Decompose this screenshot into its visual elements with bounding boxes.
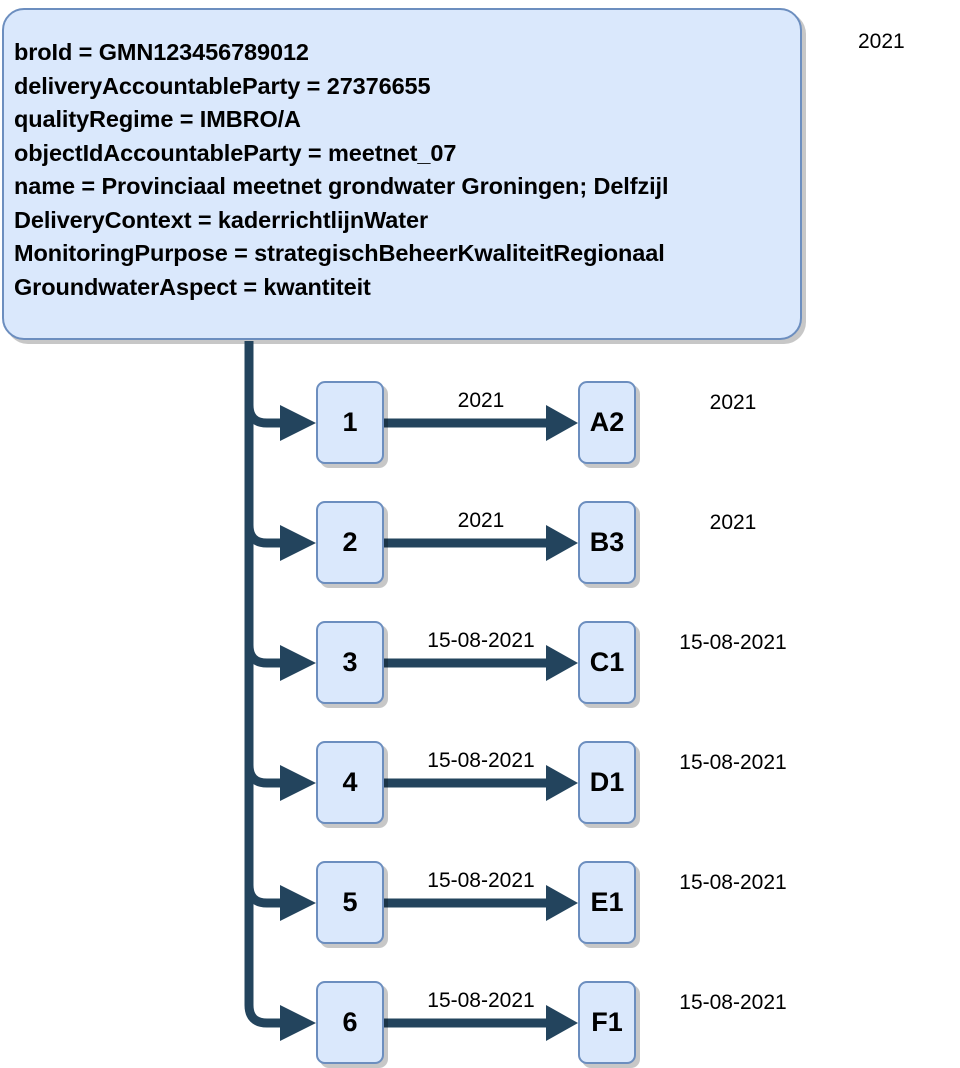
edge-date-label: 2021 [457, 389, 505, 412]
attribute-line-groundwateraspect: GroundwaterAspect = kwantiteit [14, 273, 371, 300]
row-date-label: 15-08-2021 [679, 751, 787, 774]
monitoring-network-info-box: broId = GMN123456789012 deliveryAccounta… [2, 8, 802, 340]
source-node[interactable]: 1 [316, 381, 384, 464]
target-node[interactable]: C1 [578, 621, 636, 704]
attribute-line-deliveryaccountableparty: deliveryAccountableParty = 27376655 [14, 72, 431, 99]
attribute-line-objectidaccountableparty: objectIdAccountableParty = meetnet_07 [14, 139, 457, 166]
row-date-label: 2021 [709, 511, 757, 534]
attribute-line-deliverycontext: DeliveryContext = kaderrichtlijnWater [14, 206, 428, 233]
row-date-label: 15-08-2021 [679, 871, 787, 894]
row-date-label: 2021 [709, 391, 757, 414]
source-node[interactable]: 3 [316, 621, 384, 704]
edge-date-label: 15-08-2021 [427, 629, 535, 652]
header-year-label: 2021 [858, 30, 905, 53]
measuring-point-row: 2 2021 B3 2021 [0, 501, 960, 585]
target-node[interactable]: F1 [578, 981, 636, 1064]
info-box-attribute-list: broId = GMN123456789012 deliveryAccounta… [14, 36, 790, 304]
row-date-label: 15-08-2021 [679, 631, 787, 654]
edge-date-label: 15-08-2021 [427, 749, 535, 772]
measuring-point-row: 1 2021 A2 2021 [0, 381, 960, 465]
attribute-line-monitoringpurpose: MonitoringPurpose = strategischBeheerKwa… [14, 240, 665, 266]
source-node[interactable]: 5 [316, 861, 384, 944]
target-node[interactable]: E1 [578, 861, 636, 944]
measuring-point-row: 6 15-08-2021 F1 15-08-2021 [0, 981, 960, 1065]
target-node[interactable]: D1 [578, 741, 636, 824]
source-node[interactable]: 6 [316, 981, 384, 1064]
row-date-label: 15-08-2021 [679, 991, 787, 1014]
attribute-line-broid: broId = GMN123456789012 [14, 39, 309, 65]
measuring-point-row: 3 15-08-2021 C1 15-08-2021 [0, 621, 960, 705]
measuring-point-row: 5 15-08-2021 E1 15-08-2021 [0, 861, 960, 945]
target-node[interactable]: A2 [578, 381, 636, 464]
edge-date-label: 2021 [457, 509, 505, 532]
target-node[interactable]: B3 [578, 501, 636, 584]
attribute-line-qualityregime: qualityRegime = IMBRO/A [14, 106, 301, 132]
attribute-line-name: name = Provinciaal meetnet grondwater Gr… [14, 173, 669, 199]
measuring-point-row: 4 15-08-2021 D1 15-08-2021 [0, 741, 960, 825]
edge-date-label: 15-08-2021 [427, 989, 535, 1012]
source-node[interactable]: 4 [316, 741, 384, 824]
source-node[interactable]: 2 [316, 501, 384, 584]
edge-date-label: 15-08-2021 [427, 869, 535, 892]
